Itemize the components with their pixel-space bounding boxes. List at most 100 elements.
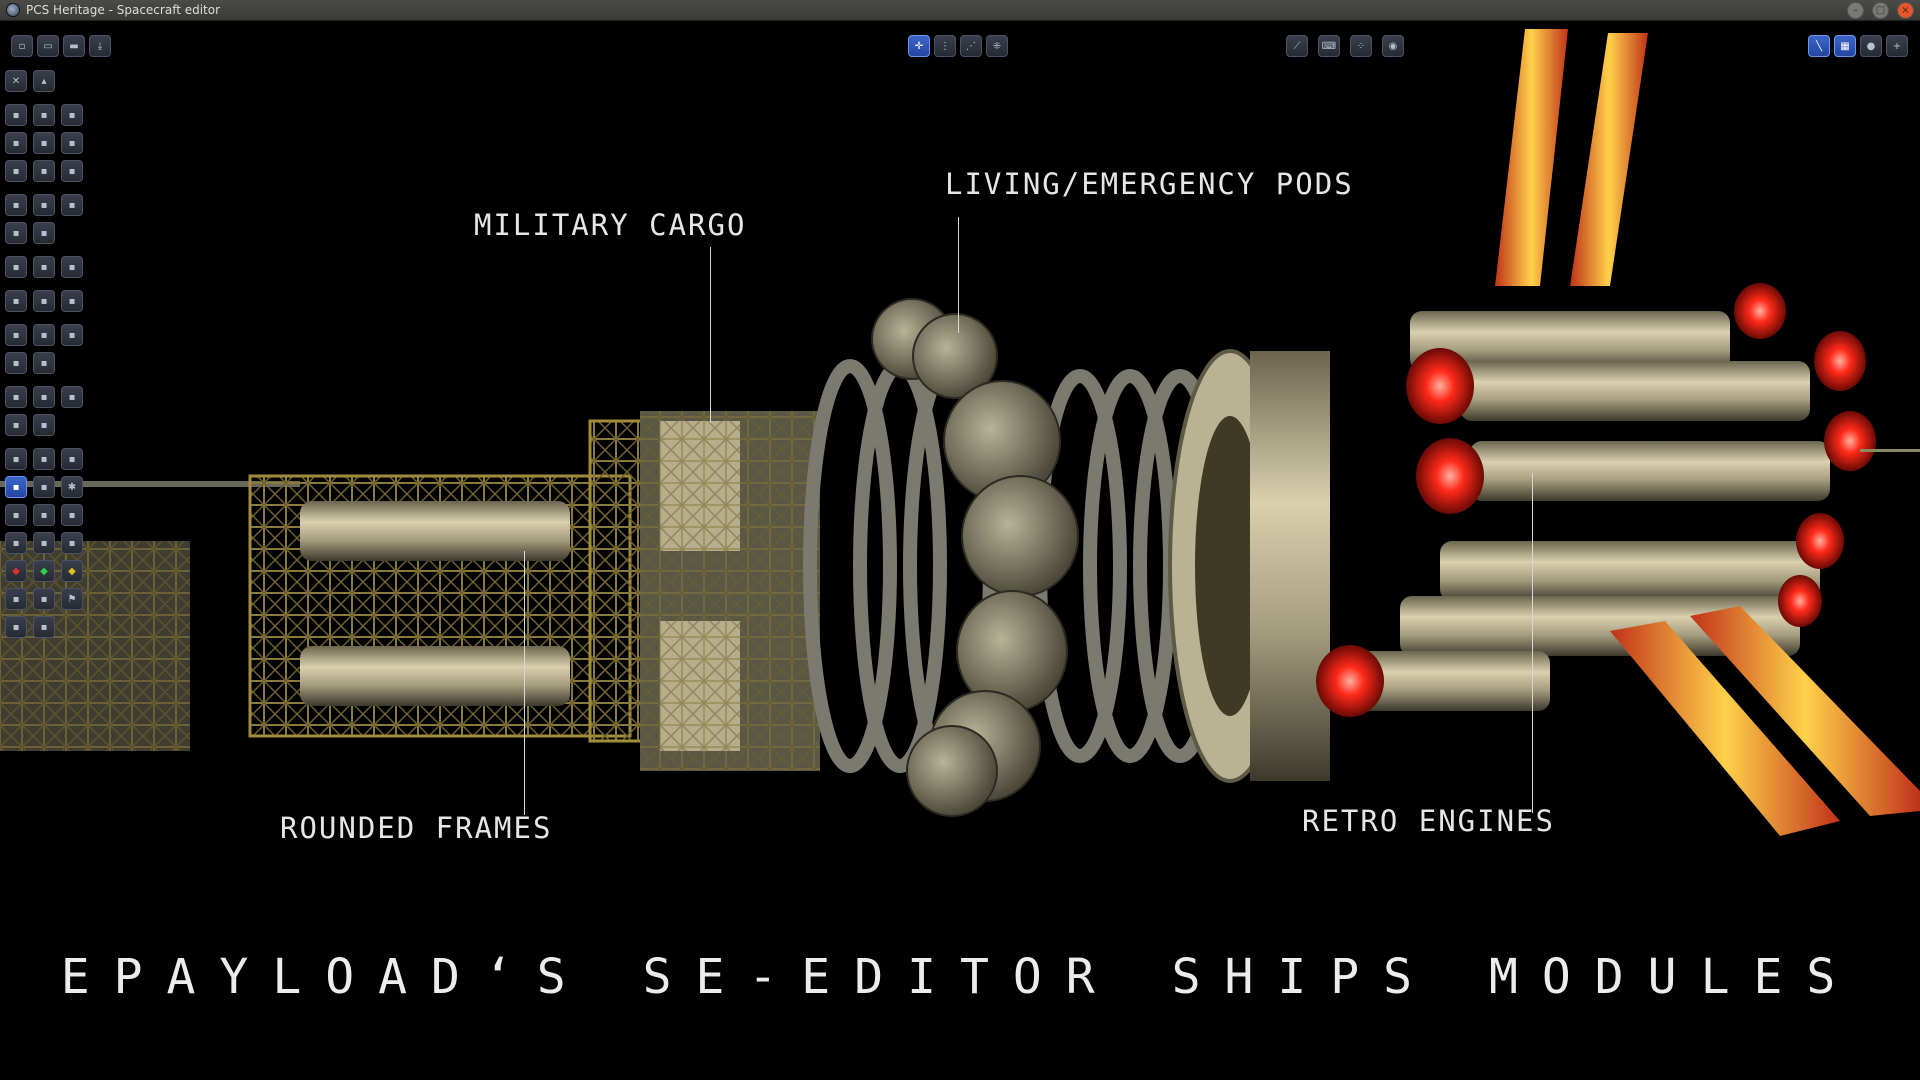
- truss-b-x2-button[interactable]: ▪: [33, 132, 55, 154]
- cylinder-c-button[interactable]: ▪: [61, 256, 83, 278]
- title-bar[interactable]: PCS Heritage - Spacecraft editor – □ ×: [0, 0, 1920, 21]
- new-file-button[interactable]: ▫: [11, 35, 33, 57]
- view-mode-1-button[interactable]: ✛: [908, 35, 930, 57]
- app-icon: [6, 3, 20, 17]
- pod-button[interactable]: ▪: [33, 414, 55, 436]
- open-file-button[interactable]: ▭: [37, 35, 59, 57]
- anchor-button[interactable]: ▪: [5, 532, 27, 554]
- ring-b-button[interactable]: ▪: [33, 290, 55, 312]
- living-pods-label: LIVING/EMERGENCY PODS: [945, 167, 1354, 201]
- nozzle-a-button[interactable]: ▪: [5, 352, 27, 374]
- yellow-light-icon: ◆: [68, 565, 76, 577]
- view-mode-3-button[interactable]: ⋰: [960, 35, 982, 57]
- bar-button[interactable]: ▪: [61, 532, 83, 554]
- curve-right-button[interactable]: ▪: [61, 194, 83, 216]
- palette-row: ▪ ▪ ▪: [5, 504, 95, 526]
- engine-b-button[interactable]: ▪: [33, 324, 55, 346]
- up-icon: ▪: [12, 593, 20, 605]
- truss-x2-button[interactable]: ▪: [33, 104, 55, 126]
- capsule-icon: ▪: [40, 227, 48, 239]
- engine-c-button[interactable]: ▪: [61, 324, 83, 346]
- door-button[interactable]: ▪: [33, 504, 55, 526]
- up-arrow-button[interactable]: ▴: [33, 70, 55, 92]
- wireframe-toggle-button[interactable]: ╲: [1808, 35, 1830, 57]
- ring-c-button[interactable]: ▪: [61, 290, 83, 312]
- dock-button[interactable]: ▪: [5, 616, 27, 638]
- tank-vertical-b-button[interactable]: ▪: [33, 160, 55, 182]
- engine-c-icon: ▪: [68, 329, 76, 341]
- lens-button[interactable]: ▪: [33, 386, 55, 408]
- plus-icon: +: [1892, 40, 1902, 52]
- close-button[interactable]: ×: [1897, 2, 1914, 19]
- truss-x3-button[interactable]: ▪: [61, 104, 83, 126]
- 3d-viewport[interactable]: MILITARY CARGO LIVING/EMERGENCY PODS ROU…: [0, 21, 1920, 1080]
- truss-panel-b-button[interactable]: ▪: [5, 132, 27, 154]
- tank-vertical-button[interactable]: ▪: [5, 160, 27, 182]
- antenna-button[interactable]: ▪: [61, 448, 83, 470]
- curve-small-button[interactable]: ▪: [5, 222, 27, 244]
- curve-left-button[interactable]: ▪: [5, 194, 27, 216]
- landing-button[interactable]: ▪: [33, 616, 55, 638]
- palette-row: ▪ ▪ ▪: [5, 324, 95, 346]
- dish-button[interactable]: ▪: [5, 414, 27, 436]
- center-button[interactable]: ◉: [1382, 35, 1404, 57]
- close-part-button[interactable]: ✕: [5, 70, 27, 92]
- nozzle-b-button[interactable]: ▪: [33, 352, 55, 374]
- minus-button[interactable]: ▪: [33, 588, 55, 610]
- dish-icon: ▪: [12, 419, 20, 431]
- capsule-button[interactable]: ▪: [33, 222, 55, 244]
- gyro-active-button[interactable]: ▪: [5, 476, 27, 498]
- add-button[interactable]: +: [1886, 35, 1908, 57]
- pen-button[interactable]: ▪: [33, 532, 55, 554]
- tank-horizontal-icon: ▪: [68, 165, 76, 177]
- export-button[interactable]: ⤓: [89, 35, 111, 57]
- dome-button[interactable]: ▪: [5, 504, 27, 526]
- headline: EPAYLOAD‘S SE-EDITOR SHIPS MODULES: [60, 949, 1860, 1005]
- sensor-button[interactable]: ▪: [61, 504, 83, 526]
- cylinder-b-button[interactable]: ▪: [33, 256, 55, 278]
- ring-a-button[interactable]: ▪: [5, 290, 27, 312]
- line-icon: ╲: [1815, 40, 1823, 52]
- palette-row: ▪ ▪ ▪: [5, 104, 95, 126]
- wheel-button[interactable]: ▪: [5, 448, 27, 470]
- compass-button[interactable]: ▪: [33, 476, 55, 498]
- keyboard-button[interactable]: ⌨: [1318, 35, 1340, 57]
- antenna-icon: ▪: [68, 453, 76, 465]
- cylinder-a-button[interactable]: ▪: [5, 256, 27, 278]
- truss-panel-button[interactable]: ▪: [5, 104, 27, 126]
- palette-row: ▪ ▪ ⚑: [5, 588, 95, 610]
- measure-button[interactable]: ⟋: [1286, 35, 1308, 57]
- download-icon: ⤓: [97, 40, 103, 52]
- tank-horizontal-button[interactable]: ▪: [61, 160, 83, 182]
- curve-mid-button[interactable]: ▪: [33, 194, 55, 216]
- arm-button[interactable]: ▪: [33, 448, 55, 470]
- flag-button[interactable]: ⚑: [61, 588, 83, 610]
- crew-toggle-button[interactable]: ●: [1860, 35, 1882, 57]
- minimize-button[interactable]: –: [1847, 2, 1864, 19]
- grid-toggle-button[interactable]: ▦: [1834, 35, 1856, 57]
- view-mode-4-button[interactable]: ⁜: [986, 35, 1008, 57]
- battery-button[interactable]: ▪: [61, 386, 83, 408]
- red-light-button[interactable]: ◆: [5, 560, 27, 582]
- bar-icon: ▪: [68, 537, 76, 549]
- star-button[interactable]: ✱: [61, 476, 83, 498]
- grid-icon: ▦: [1840, 40, 1850, 52]
- green-light-button[interactable]: ◆: [33, 560, 55, 582]
- up-button[interactable]: ▪: [5, 588, 27, 610]
- maximize-button[interactable]: □: [1872, 2, 1889, 19]
- pod-icon: ▪: [40, 419, 48, 431]
- pressure-button[interactable]: ▪: [5, 386, 27, 408]
- truss-panel-b-icon: ▪: [12, 137, 20, 149]
- snap-button[interactable]: ⁘: [1350, 35, 1372, 57]
- palette-row: ▪ ▪ ▪: [5, 132, 95, 154]
- save-file-button[interactable]: ▬: [63, 35, 85, 57]
- folder-open-icon: ▭: [43, 40, 53, 52]
- landing-icon: ▪: [40, 621, 48, 633]
- yellow-light-button[interactable]: ◆: [61, 560, 83, 582]
- tank-vertical-icon: ▪: [12, 165, 20, 177]
- axis-triple-icon: ⋰: [966, 40, 976, 52]
- truss-b-x3-button[interactable]: ▪: [61, 132, 83, 154]
- engine-a-button[interactable]: ▪: [5, 324, 27, 346]
- view-mode-2-button[interactable]: ⋮: [934, 35, 956, 57]
